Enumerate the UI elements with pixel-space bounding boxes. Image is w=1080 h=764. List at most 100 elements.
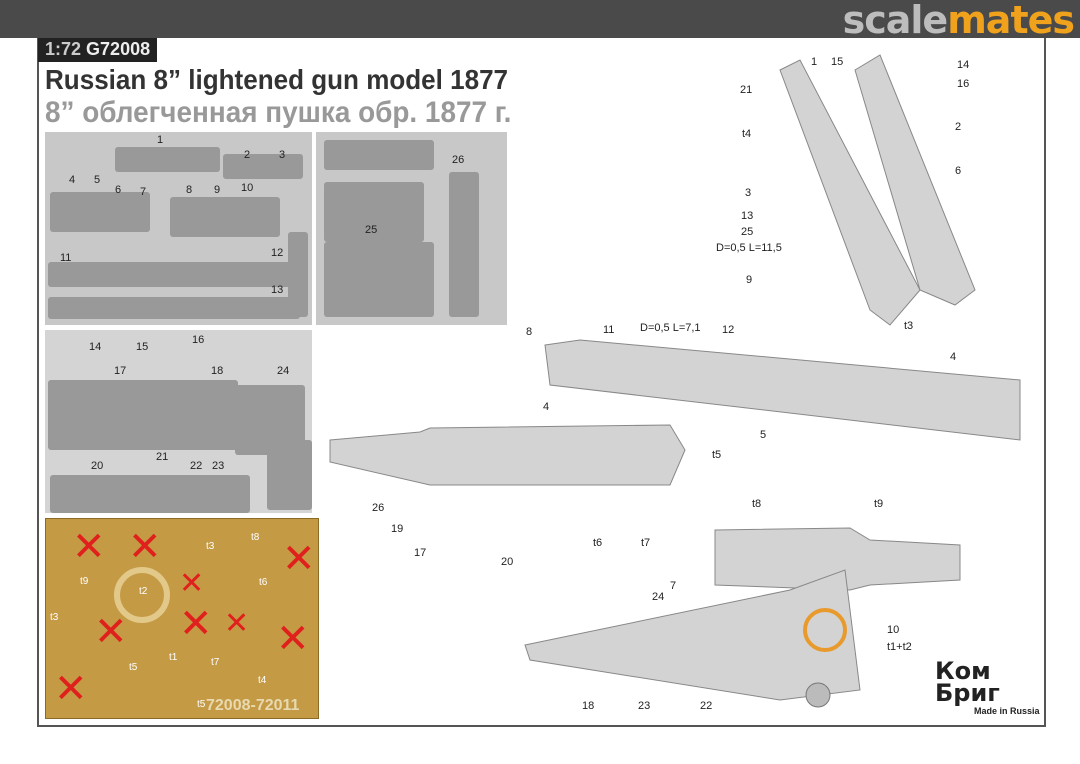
diagram-label: 3 bbox=[745, 187, 752, 199]
excluded-cross-icon: ✕ bbox=[224, 606, 250, 641]
diagram-label: t6 bbox=[593, 537, 603, 549]
fret-label: t1 bbox=[169, 652, 178, 663]
photo-label: 24 bbox=[277, 365, 290, 377]
diagram-label: 24 bbox=[652, 591, 665, 603]
frame-side-left bbox=[779, 59, 921, 326]
diagram-label: 26 bbox=[372, 502, 385, 514]
kombrig-logo: Ком Бриг bbox=[935, 657, 1000, 707]
fret-label: t5 bbox=[129, 662, 138, 673]
photo-label: 12 bbox=[271, 247, 284, 259]
diagram-label: 15 bbox=[831, 56, 844, 68]
handwheel-icon bbox=[803, 608, 847, 652]
diagram-label: 13 bbox=[741, 210, 754, 222]
frame-side-right bbox=[854, 54, 976, 306]
photo-label: 26 bbox=[452, 154, 465, 166]
diagram-label: 19 bbox=[391, 523, 404, 535]
photo-label: 8 bbox=[186, 184, 193, 196]
diagram-label: 8 bbox=[526, 326, 533, 338]
diagram-label: t4 bbox=[742, 128, 752, 140]
diagram-label: 7 bbox=[670, 580, 677, 592]
diagram-label: 12 bbox=[722, 324, 735, 336]
diagram-label: 10 bbox=[887, 624, 900, 636]
photo-label: 13 bbox=[271, 284, 284, 296]
excluded-cross-icon: ✕ bbox=[128, 524, 162, 570]
excluded-cross-icon: ✕ bbox=[179, 566, 205, 601]
parts-photo-2 bbox=[316, 132, 507, 325]
diagram-label: 21 bbox=[740, 84, 753, 96]
made-in-label: Made in Russia bbox=[974, 706, 1040, 716]
photo-label: 20 bbox=[91, 460, 104, 472]
photo-label: 4 bbox=[69, 174, 76, 186]
logo-part1: scale bbox=[842, 0, 949, 42]
kit-code: G72008 bbox=[86, 39, 151, 59]
site-header: scalemates bbox=[0, 0, 1080, 42]
fret-label: t2 bbox=[139, 586, 148, 597]
photo-label: 16 bbox=[192, 334, 205, 346]
photo-label: 6 bbox=[115, 184, 122, 196]
diagram-label: t3 bbox=[904, 320, 914, 332]
excluded-cross-icon: ✕ bbox=[94, 609, 128, 655]
diagram-label: D=0,5 L=7,1 bbox=[640, 322, 701, 334]
diagram-label: 1 bbox=[811, 56, 818, 68]
fret-label: t3 bbox=[50, 612, 59, 623]
diagram-label: 18 bbox=[582, 700, 595, 712]
photo-label: 9 bbox=[214, 184, 221, 196]
excluded-cross-icon: ✕ bbox=[282, 536, 316, 582]
excluded-cross-icon: ✕ bbox=[54, 666, 88, 712]
excluded-cross-icon: ✕ bbox=[179, 601, 213, 647]
diagram-label: 9 bbox=[746, 274, 753, 286]
photo-label: 14 bbox=[89, 341, 102, 353]
photo-label: 10 bbox=[241, 182, 254, 194]
rail-frame bbox=[544, 339, 1021, 441]
photo-label: 2 bbox=[244, 149, 251, 161]
title-english: Russian 8” lightened gun model 1877 bbox=[45, 64, 509, 95]
fret-code: 72008-72011 bbox=[206, 697, 300, 714]
carriage bbox=[524, 569, 861, 701]
excluded-cross-icon: ✕ bbox=[72, 524, 106, 570]
barrel-side-view bbox=[329, 424, 686, 486]
diagram-label: 23 bbox=[638, 700, 651, 712]
diagram-label: 16 bbox=[957, 78, 970, 90]
fret-label: t3 bbox=[206, 541, 215, 552]
photo-label: 7 bbox=[140, 186, 147, 198]
photo-label: 25 bbox=[365, 224, 378, 236]
diagram-label: 20 bbox=[501, 556, 514, 568]
diagram-label: 25 bbox=[741, 226, 754, 238]
fret-label: t9 bbox=[80, 576, 89, 587]
diagram-label: 6 bbox=[955, 165, 962, 177]
fret-label: t6 bbox=[259, 577, 268, 588]
diagram-label: 22 bbox=[700, 700, 713, 712]
kit-code-badge: 1:72 G72008 bbox=[38, 38, 158, 62]
kit-scale: 1:72 bbox=[45, 39, 82, 59]
diagram-label: 5 bbox=[760, 429, 767, 441]
diagram-label: 2 bbox=[955, 121, 962, 133]
photo-label: 23 bbox=[212, 460, 225, 472]
diagram-label: 17 bbox=[414, 547, 427, 559]
diagram-label: t7 bbox=[641, 537, 651, 549]
photo-label: 21 bbox=[156, 451, 169, 463]
fret-label: t5 bbox=[197, 699, 206, 710]
diagram-label: 4 bbox=[950, 351, 957, 363]
diagram-label: t1+t2 bbox=[887, 641, 912, 653]
photo-label: 1 bbox=[157, 134, 164, 146]
diagram-label: 14 bbox=[957, 59, 970, 71]
diagram-label: 11 bbox=[603, 324, 615, 336]
photo-etched-fret: t3 t8 t9 t2 t3 t6 t1 t5 t7 t4 t5 72008-7… bbox=[45, 518, 319, 719]
diagram-label: 4 bbox=[543, 401, 550, 413]
scalemates-logo[interactable]: scalemates bbox=[842, 0, 1075, 42]
photo-label: 11 bbox=[60, 252, 72, 264]
diagram-label: D=0,5 L=11,5 bbox=[716, 242, 782, 254]
photo-label: 3 bbox=[279, 149, 286, 161]
photo-label: 18 bbox=[211, 365, 224, 377]
photo-label: 22 bbox=[190, 460, 203, 472]
barrel-mounted bbox=[714, 527, 961, 591]
photo-label: 5 bbox=[94, 174, 101, 186]
excluded-cross-icon: ✕ bbox=[276, 616, 310, 662]
parts-photo-1 bbox=[45, 132, 312, 325]
diagram-label: t9 bbox=[874, 498, 884, 510]
wheel bbox=[805, 682, 831, 708]
fret-label: t4 bbox=[258, 675, 267, 686]
photo-label: 17 bbox=[114, 365, 127, 377]
fret-label: t7 bbox=[211, 657, 220, 668]
